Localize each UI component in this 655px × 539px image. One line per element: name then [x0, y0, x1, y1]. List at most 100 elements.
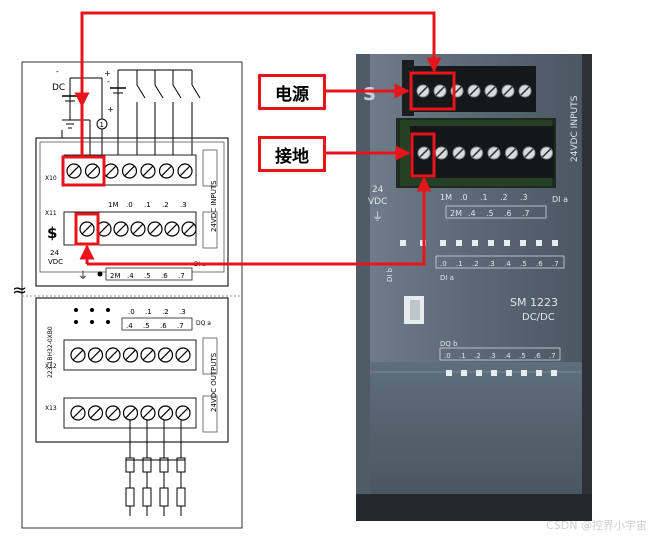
schematic-dq-row1: .0 .1 .2 .3	[128, 308, 186, 316]
schematic-terminal-label: .3	[179, 308, 186, 316]
red-annotations	[61, 11, 456, 266]
x12-label: X12	[45, 363, 57, 370]
ground-callout-text: 接地	[275, 146, 309, 167]
photo-led	[504, 240, 510, 246]
photo-led-label: .3	[488, 260, 495, 268]
schematic-terminal-label: .5	[144, 272, 151, 280]
svg-text:VDC: VDC	[48, 258, 63, 266]
load-resistor	[142, 487, 152, 507]
schematic-drawing: DC - + - + 1	[12, 61, 243, 529]
vdc-label: 24	[50, 249, 59, 257]
svg-text:VDC: VDC	[368, 197, 387, 207]
photo-dq-b-label: DQ b	[440, 340, 458, 348]
svg-text:⏚: ⏚	[372, 210, 383, 223]
part-number: 223-1BH32-0XB0	[47, 326, 54, 378]
photo-dq-label: .4	[504, 352, 511, 360]
schematic-terminal-label: .1	[145, 308, 152, 316]
photo-di-row1: 1M.0.1.2.3	[440, 193, 528, 202]
photo-led	[476, 370, 482, 376]
schematic-terminal-label: .4	[126, 322, 133, 330]
power-callout-text: 电源	[275, 84, 309, 105]
photo-led	[461, 370, 467, 376]
siemens-s-mark: $	[47, 224, 57, 242]
schematic-terminal-label: 2M	[110, 272, 121, 280]
photo-di-label: .0	[460, 193, 468, 202]
photo-led-label: .5	[520, 260, 527, 268]
photo-dq-label: .1	[459, 352, 466, 360]
photo-led	[488, 240, 494, 246]
load-resistor	[159, 487, 169, 507]
photo-led-label: .6	[536, 260, 543, 268]
photo-di-b-label: DI b	[386, 267, 394, 282]
schematic-terminal-label: .6	[160, 322, 167, 330]
photo-di-label: .6	[504, 209, 512, 218]
photo-led	[446, 370, 452, 376]
svg-text:⏚: ⏚	[78, 270, 88, 282]
schematic-terminal-label: .5	[143, 322, 150, 330]
photo-power-highlight	[409, 71, 456, 111]
photo-ground-highlight	[410, 132, 436, 178]
svg-text:24: 24	[372, 185, 384, 195]
photo-led	[536, 370, 542, 376]
photo-di-a-suffix: DI a	[552, 195, 568, 204]
photo-di-label: .7	[522, 209, 530, 218]
photo-dq-label: .7	[549, 352, 556, 360]
photo-dq-label: .3	[489, 352, 496, 360]
schematic-terminal-label: .3	[180, 201, 187, 209]
photo-di-label: .1	[480, 193, 488, 202]
photo-di-label: 1M	[440, 193, 452, 202]
schematic-ground-highlight	[74, 212, 100, 246]
schematic-terminal-label: .7	[177, 322, 184, 330]
input-switches: - + 1	[61, 69, 201, 155]
schematic-terminal-label: .6	[161, 272, 168, 280]
x13-label: X13	[45, 405, 57, 412]
photo-led-label: .0	[440, 260, 447, 268]
output-loads	[125, 420, 186, 516]
x11-label: X11	[45, 210, 57, 217]
schematic-di-row1: 1M.0.1.2.3	[108, 201, 187, 209]
ground-link-line	[87, 176, 432, 266]
photo-led-label: .1	[456, 260, 463, 268]
svg-text:-: -	[56, 67, 59, 76]
photo-led	[520, 240, 526, 246]
photo-di-label: .4	[468, 209, 476, 218]
photo-led	[521, 370, 527, 376]
photo-dq-label: .2	[474, 352, 481, 360]
schematic-dq-row2: .4 .5 .6 .7	[126, 322, 184, 330]
break-squiggle: ≈	[12, 280, 27, 301]
photo-model: SM 1223	[510, 296, 558, 309]
schematic-terminal-label: 1M	[108, 201, 119, 209]
photo-led	[506, 370, 512, 376]
schematic-terminal-label: .0	[126, 201, 133, 209]
inputs-vertical-label: 24VDC INPUTS	[210, 180, 218, 232]
load-resistor	[176, 487, 186, 507]
schematic-terminal-label: .4	[127, 272, 134, 280]
schematic-di-row2: 2M.4.5.6.7	[110, 272, 185, 280]
svg-text:+: +	[104, 69, 111, 78]
photo-dq-label: .0	[444, 352, 451, 360]
dc-label: DC	[52, 83, 65, 93]
photo-di-label: .2	[500, 193, 508, 202]
photo-di-label: 2M	[450, 209, 462, 218]
photo-led-label: .2	[472, 260, 479, 268]
photo-led-label: .7	[552, 260, 559, 268]
photo-dq-label: .5	[519, 352, 526, 360]
schematic-terminal-label: .2	[162, 308, 169, 316]
schematic-terminal-label: .0	[128, 308, 135, 316]
module-photo: 24VDC INPUTS S 24 VDC ⏚ 1M.0.1.2.3 DI a …	[356, 54, 592, 521]
watermark: CSDN @控界小宇宙	[546, 519, 647, 532]
outputs-vertical-label: 24VDC OUTPUTS	[210, 352, 218, 412]
photo-led-labels-a: .0.1.2.3.4.5.6.7	[440, 260, 559, 268]
load-resistor	[125, 487, 135, 507]
photo-inputs-label: 24VDC INPUTS	[570, 95, 580, 162]
photo-led	[472, 240, 478, 246]
photo-led	[551, 370, 557, 376]
photo-led	[440, 240, 446, 246]
schematic-terminal-label: .1	[144, 201, 151, 209]
photo-led	[491, 370, 497, 376]
photo-led-di-a-suffix: DI a	[440, 274, 454, 282]
fuse-mark: 1	[100, 121, 104, 129]
photo-led	[552, 240, 558, 246]
photo-led-row-b	[446, 370, 557, 376]
